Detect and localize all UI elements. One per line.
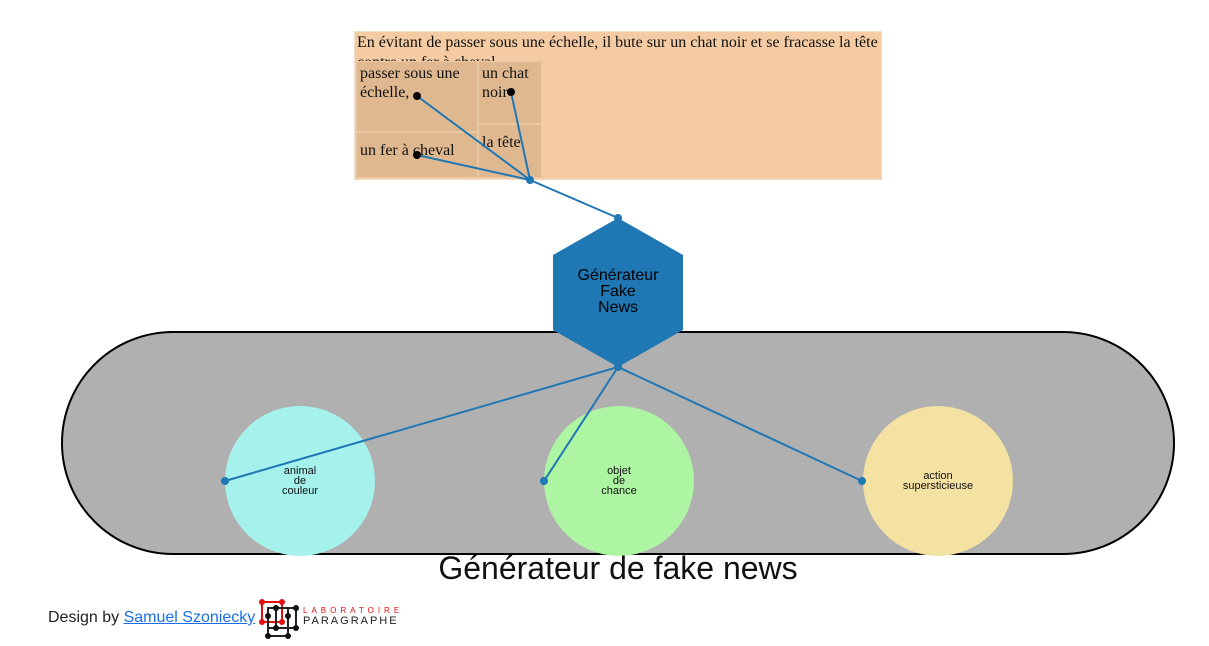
fragment-dot	[413, 92, 421, 100]
link-line	[543, 366, 619, 482]
link-line	[510, 91, 531, 181]
node-dot	[614, 214, 622, 222]
link-line	[416, 95, 531, 181]
page-title: Générateur de fake news	[438, 550, 798, 586]
category-action-supersticieuse[interactable]: action supersticieuse	[863, 406, 1013, 556]
node-dot	[540, 477, 548, 485]
fragment-dot	[413, 151, 421, 159]
generator-label[interactable]: Générateur Fake News	[577, 267, 659, 316]
fragment-cell[interactable]: la tête	[478, 124, 542, 178]
node-dot	[526, 176, 534, 184]
link-line	[617, 366, 863, 482]
category-animal-de-couleur[interactable]: animal de couleur	[225, 406, 375, 556]
logo-line1: LABORATOIRE	[303, 606, 404, 615]
fragment-dot	[507, 88, 515, 96]
link-line	[224, 366, 619, 482]
category-objet-de-chance[interactable]: objet de chance	[544, 406, 694, 556]
footer-prefix: Design by	[48, 609, 124, 626]
author-link[interactable]: Samuel Szoniecky	[123, 609, 256, 626]
node-dot	[614, 363, 622, 371]
sentence-text: En évitant de passer sous une échelle, i…	[357, 34, 878, 61]
link-line	[416, 154, 531, 181]
footer-credit: Design by Samuel Szoniecky	[48, 609, 255, 627]
generator-hexagon	[553, 218, 683, 367]
fragment-cell[interactable]: passer sous une échelle,	[356, 61, 478, 132]
logo-icon	[259, 599, 299, 639]
node-dot	[221, 477, 229, 485]
link-line	[529, 179, 619, 219]
logo-text: LABORATOIRE PARAGRAPHE	[303, 606, 404, 627]
node-dot	[858, 477, 866, 485]
logo-line2: PARAGRAPHE	[303, 615, 399, 627]
